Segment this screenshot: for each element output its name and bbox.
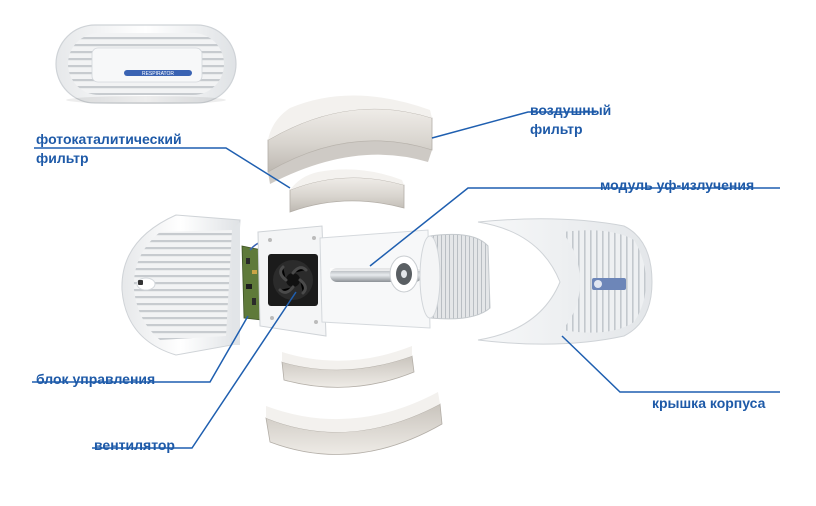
label-uv-module-text: модуль уф-излучения xyxy=(600,177,755,193)
lower-air-filter-shell xyxy=(265,392,443,455)
leader-line-photocatalytic-filter xyxy=(34,147,291,189)
label-control-unit-text: блок управления xyxy=(36,371,156,387)
leader-line-housing-cover xyxy=(561,335,780,393)
label-uv-module: модуль уф-излучения xyxy=(600,176,754,195)
central-chassis xyxy=(319,229,431,329)
fan-housing xyxy=(257,225,327,337)
lower-photocatalytic-shell xyxy=(281,346,415,388)
leader-line-control-unit xyxy=(32,315,249,383)
label-photocatalytic-filter: фотокаталитический фильтр xyxy=(36,130,182,168)
label-control-unit: блок управления xyxy=(36,370,155,389)
left-end-cap xyxy=(121,214,241,356)
label-air-filter-line2: фильтр xyxy=(530,121,583,137)
mesh-filter-cylinder xyxy=(419,233,491,320)
leader-line-uv-module xyxy=(369,187,780,267)
brand-lettering: RESPIRATOR xyxy=(142,71,174,77)
label-housing-cover-text: крышка корпуса xyxy=(652,395,766,411)
air-filter-part xyxy=(267,95,433,184)
label-fan-text: вентилятор xyxy=(94,437,175,453)
leader-line-fan xyxy=(92,291,297,449)
label-photocatalytic-filter-line2: фильтр xyxy=(36,150,89,166)
label-photocatalytic-filter-line1: фотокаталитический xyxy=(36,131,182,147)
label-air-filter-line1: воздушный xyxy=(530,102,612,118)
assembled-device-thumbnail: RESPIRATOR xyxy=(55,24,237,104)
photocatalytic-filter-part xyxy=(289,169,405,213)
leader-line-air-filter xyxy=(431,111,596,139)
label-housing-cover: крышка корпуса xyxy=(652,394,765,413)
label-fan: вентилятор xyxy=(94,436,175,455)
housing-cover-part xyxy=(477,218,653,345)
label-air-filter: воздушный фильтр xyxy=(530,101,611,139)
